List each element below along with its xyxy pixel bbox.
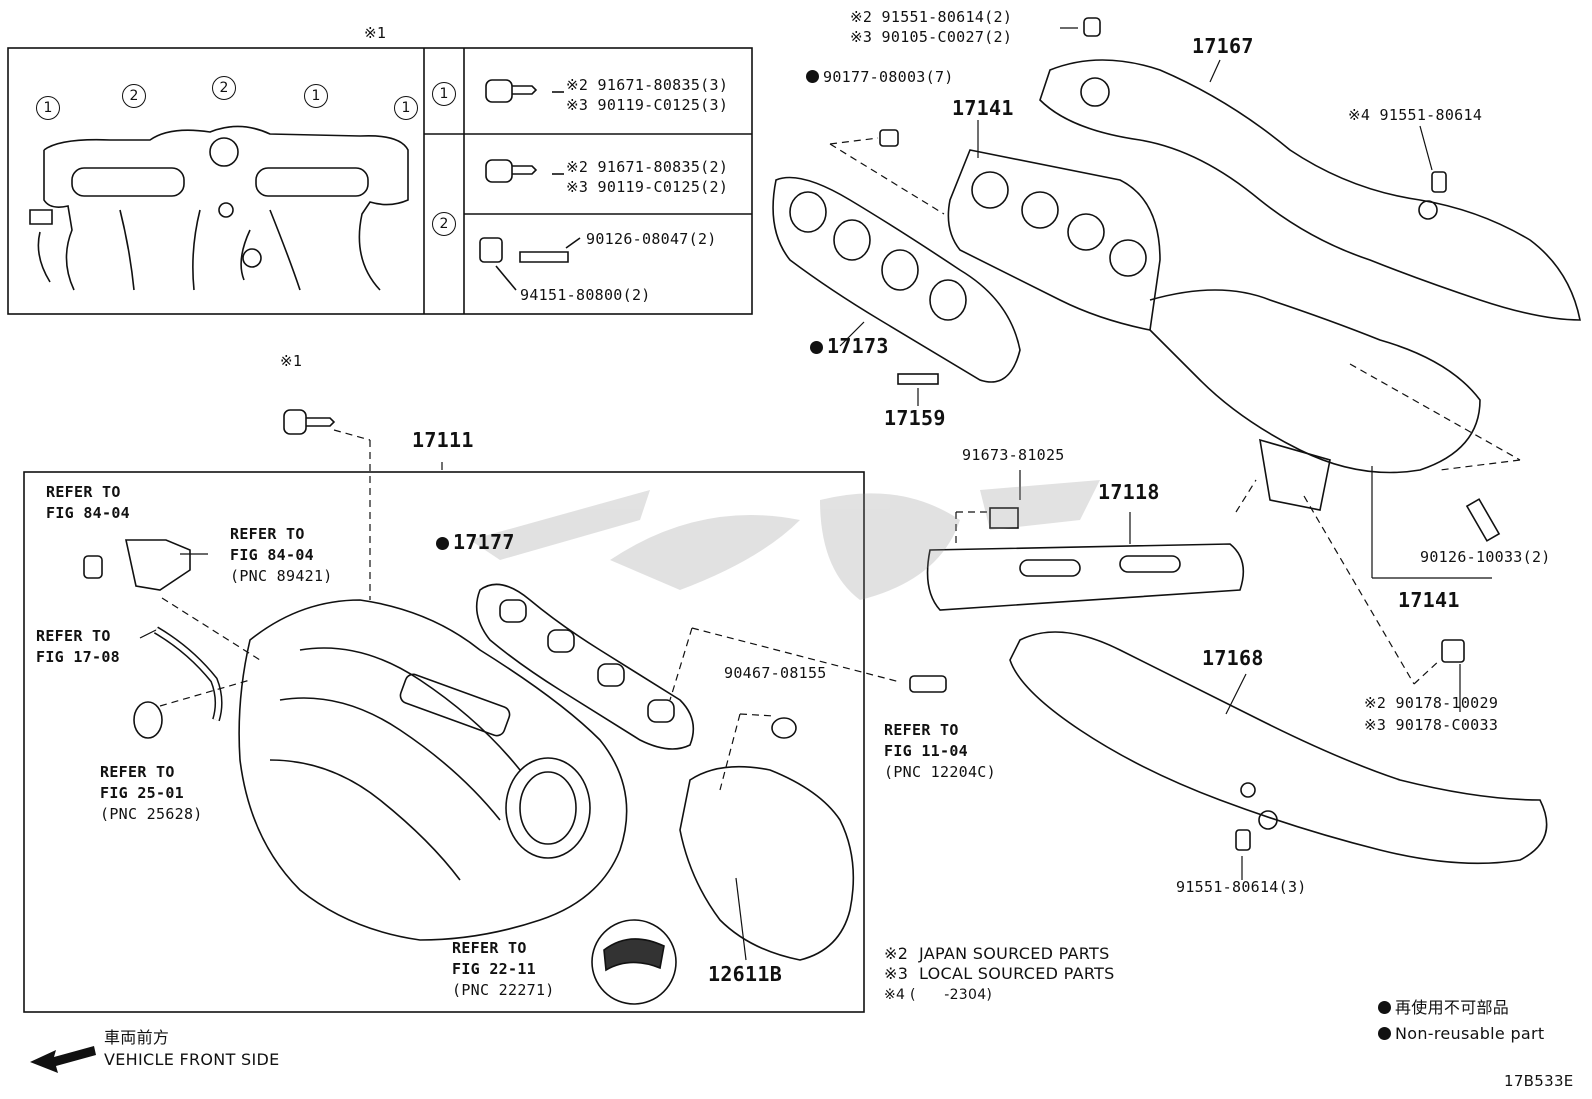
part-label-p3: 90177-08003(7) <box>806 70 954 85</box>
part-label-p18: ※2 90178-10029 <box>1364 694 1499 712</box>
inset-row1-part-a: ※2 91671-80835(3) <box>566 76 729 94</box>
heat-insulator-lower <box>1009 631 1548 865</box>
note-date-range: ※4 ( -2304) <box>884 987 993 1003</box>
part-label-p20: 91551-80614(3) <box>1176 878 1307 896</box>
part-label-p1: ※2 91551-80614(2) <box>850 8 1013 26</box>
inset-stud-part: 90126-08047(2) <box>586 230 717 248</box>
inset-row1-number: 1 <box>432 82 456 106</box>
part-label-p13: 90126-10033(2) <box>1420 548 1551 566</box>
part-label-p4: 17167 <box>1192 34 1254 58</box>
legend-dot <box>1378 1001 1391 1014</box>
inset-row1-part-b: ※3 90119-C0125(3) <box>566 96 729 114</box>
bracket-17118 <box>926 543 1245 611</box>
part-label-p8: 17159 <box>884 406 946 430</box>
inset-callout-4: 1 <box>304 84 328 108</box>
front-arrow <box>30 1046 96 1073</box>
part-label-p14: 17141 <box>1398 588 1460 612</box>
inset-callout-5: 1 <box>394 96 418 120</box>
inset-row2-part-a: ※2 91671-80835(2) <box>566 158 729 176</box>
legend-dot <box>1378 1027 1391 1040</box>
note-japan-sourced: ※2 JAPAN SOURCED PARTS <box>884 944 1110 963</box>
inset-callout-2: 2 <box>122 84 146 108</box>
part-label-p21: 12611B <box>708 962 783 986</box>
gasket-17177 <box>475 583 695 750</box>
gasket-17173 <box>772 176 1021 383</box>
part-label-p12: 17118 <box>1098 480 1160 504</box>
part-label-p5: 17141 <box>952 96 1014 120</box>
part-label-p19: ※3 90178-C0033 <box>1364 716 1499 734</box>
inset-frame <box>7 47 753 315</box>
non-reusable-marker <box>806 70 819 83</box>
part-label-p9: ※1 <box>280 352 303 370</box>
inset-ref-mark: ※1 <box>364 24 387 42</box>
inset-nut-part: 94151-80800(2) <box>520 286 651 304</box>
cover-12611b <box>679 765 855 961</box>
inset-callout-3: 2 <box>212 76 236 100</box>
inset-row2-part-b: ※3 90119-C0125(2) <box>566 178 729 196</box>
note-local-sourced: ※3 LOCAL SOURCED PARTS <box>884 964 1115 983</box>
intake-manifold <box>238 599 628 941</box>
non-reusable-marker <box>436 537 449 550</box>
legend-jp: 再使用不可部品 <box>1378 1000 1509 1016</box>
direction-en: VEHICLE FRONT SIDE <box>104 1050 280 1069</box>
part-label-p11: 91673-81025 <box>962 446 1065 464</box>
figure-id: 17B533E <box>1504 1072 1574 1090</box>
direction-jp: 車両前方 <box>104 1028 170 1047</box>
part-label-p10: 17111 <box>412 428 474 452</box>
part-label-p7: 17173 <box>810 336 889 356</box>
part-label-p16: 17168 <box>1202 646 1264 670</box>
inset-row2-number: 2 <box>432 212 456 236</box>
legend-en: Non-reusable part <box>1378 1026 1544 1042</box>
watermark-logo <box>470 480 1100 600</box>
heat-insulator-upper <box>1039 59 1581 321</box>
inset-callout-1: 1 <box>36 96 60 120</box>
part-label-p2: ※3 90105-C0027(2) <box>850 28 1013 46</box>
part-label-p15: 17177 <box>436 532 515 552</box>
part-label-p6: ※4 91551-80614 <box>1348 106 1483 124</box>
intake-frame <box>23 471 865 1013</box>
part-label-p17: 90467-08155 <box>724 664 827 682</box>
non-reusable-marker <box>810 341 823 354</box>
